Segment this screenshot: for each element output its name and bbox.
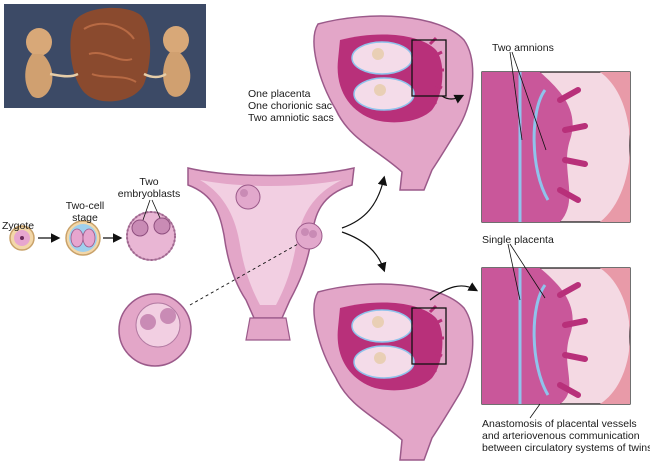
top-zoom-panel	[482, 72, 630, 222]
label-single-placenta: Single placenta	[482, 234, 554, 246]
label-one-placenta: One placenta	[248, 88, 310, 100]
label-two-cell-line2: stage	[60, 212, 110, 224]
magnified-blastocyst	[119, 294, 191, 366]
top-uterus-with-twins	[314, 16, 473, 190]
label-anastomosis-line1: Anastomosis of placental vessels	[482, 418, 637, 430]
bottom-uterus-with-twins	[314, 284, 473, 460]
label-two-amniotic-sacs: Two amniotic sacs	[248, 112, 334, 124]
label-anastomosis-line3: between circulatory systems of twins	[482, 442, 650, 454]
label-two-cell-line1: Two-cell	[60, 200, 110, 212]
label-two-embryoblasts-line1: Two	[114, 176, 184, 188]
pointer-anastomosis	[530, 404, 540, 418]
arrow-to-bottom-outcome	[342, 232, 384, 270]
label-one-chorionic-sac: One chorionic sac	[248, 100, 332, 112]
label-two-embryoblasts-line2: embryoblasts	[114, 188, 184, 200]
label-zygote: Zygote	[2, 220, 34, 232]
bottom-zoom-panel	[482, 268, 630, 404]
two-cell-embryo	[66, 221, 100, 255]
blastocyst	[127, 212, 175, 260]
label-anastomosis-line2: and arteriovenous communication	[482, 430, 640, 442]
label-two-amnions: Two amnions	[492, 42, 554, 54]
